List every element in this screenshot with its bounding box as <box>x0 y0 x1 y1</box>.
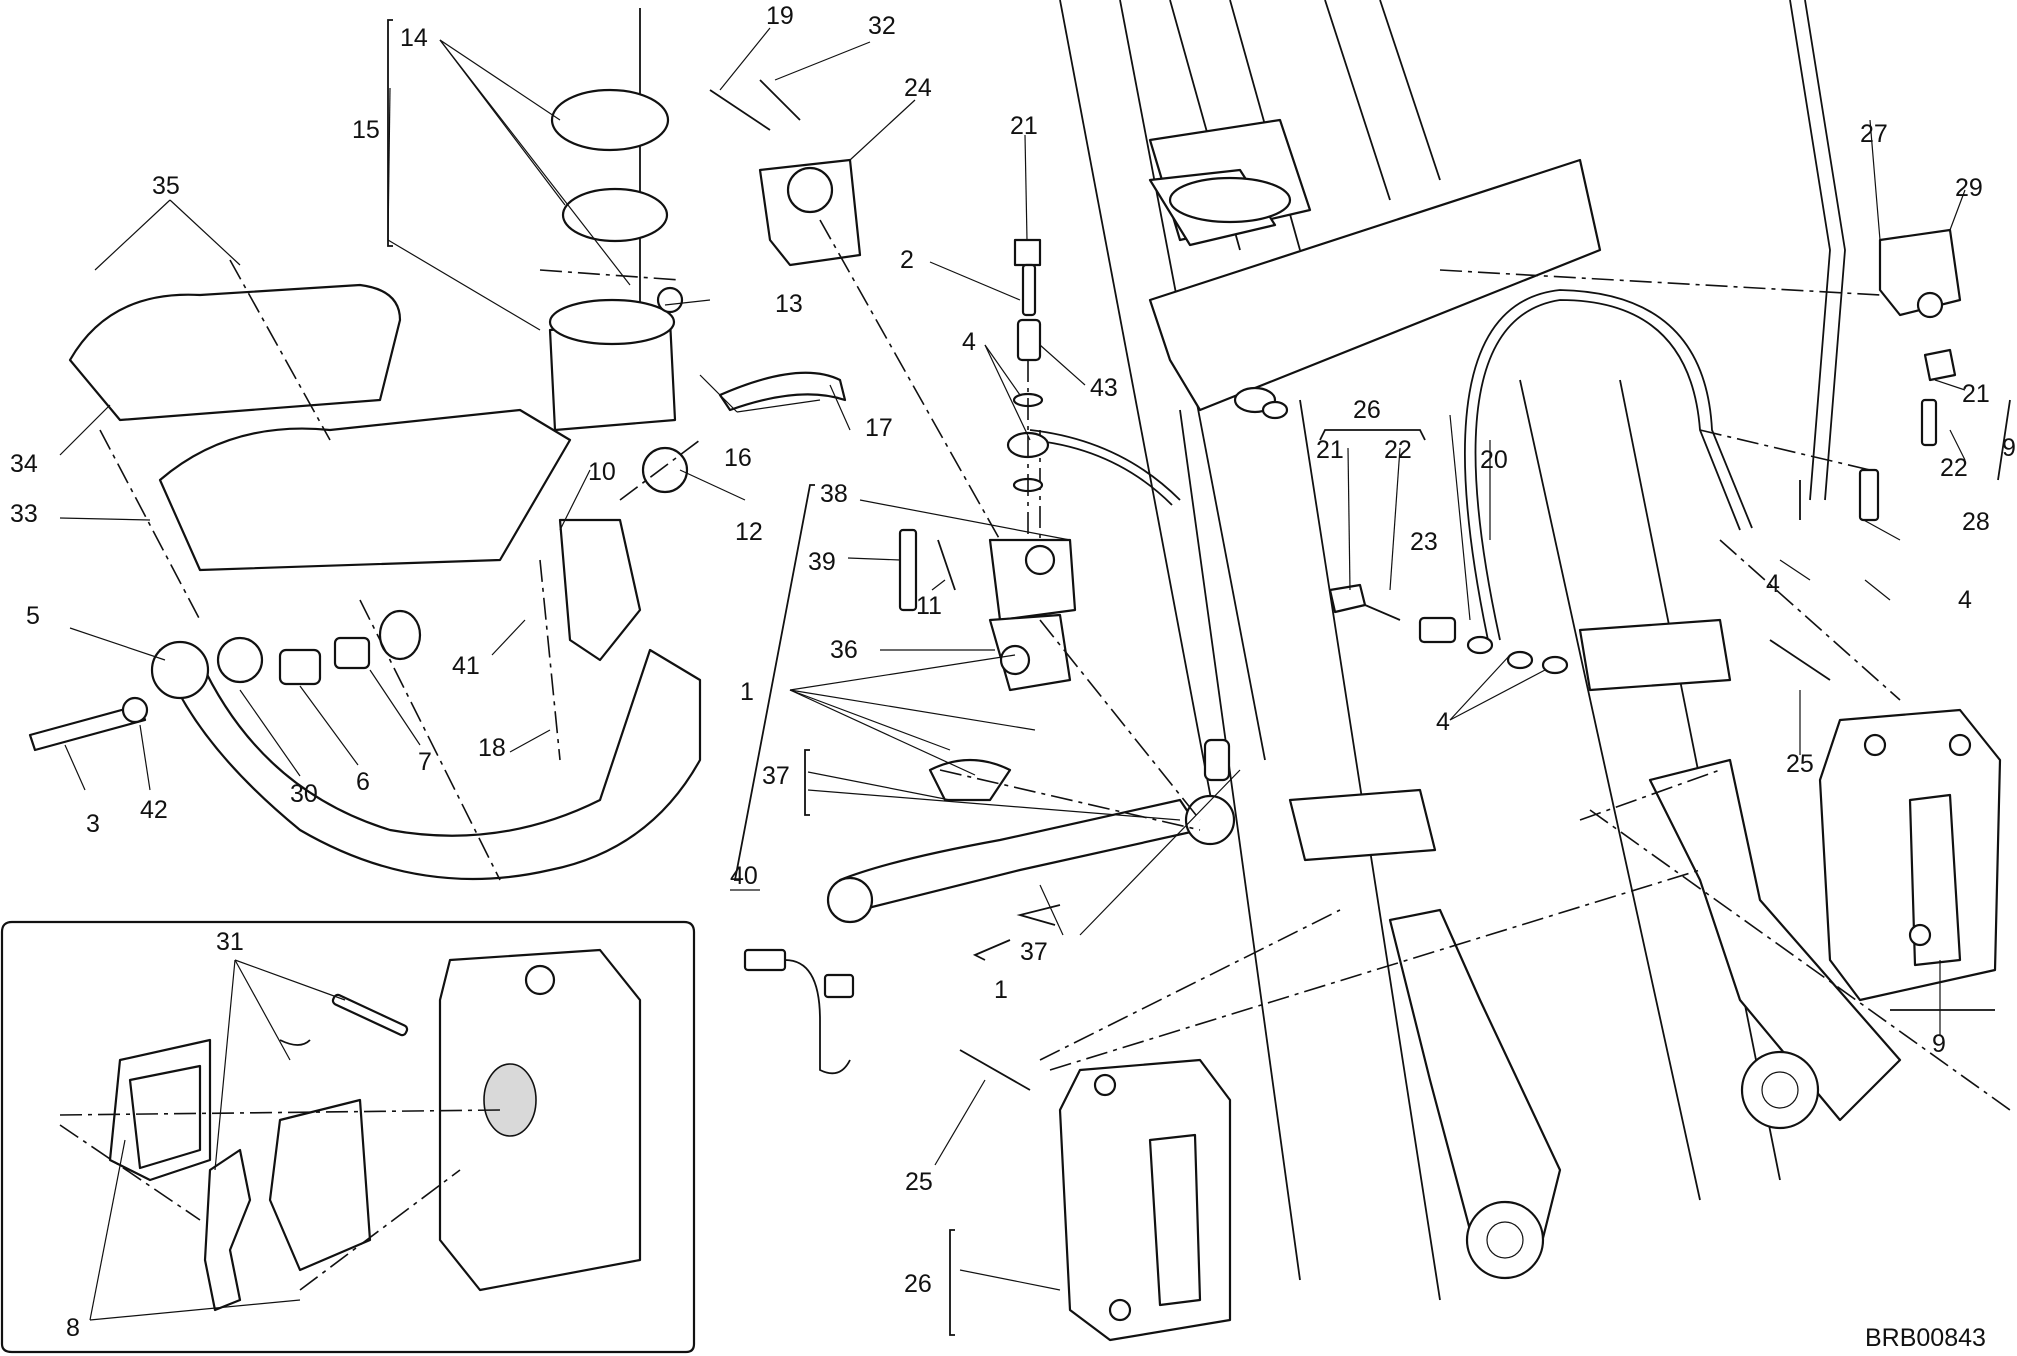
callout-6: 6 <box>356 768 370 796</box>
callout-37-low: 37 <box>1020 938 1048 966</box>
callout-30: 30 <box>290 780 318 808</box>
callout-9-top: 9 <box>2002 434 2016 462</box>
callout-labels: 14 15 35 34 33 5 3 42 30 6 7 10 41 18 13… <box>10 2 2016 1342</box>
callout-16: 16 <box>724 444 752 472</box>
callout-4-upper: 4 <box>962 328 976 356</box>
callout-35: 35 <box>152 172 180 200</box>
callout-14: 14 <box>400 24 428 52</box>
callout-19: 19 <box>766 2 794 30</box>
callout-33: 33 <box>10 500 38 528</box>
right-caliper <box>1579 639 2011 1111</box>
grouping-brackets <box>387 19 2011 1336</box>
callout-10: 10 <box>588 458 616 486</box>
drawing-code: BRB00843 <box>1865 1324 1986 1352</box>
callout-5: 5 <box>26 602 40 630</box>
callout-26-top: 26 <box>1353 396 1381 424</box>
callout-38: 38 <box>820 480 848 508</box>
brake-switch-wire <box>743 948 855 1075</box>
callout-25-low: 25 <box>905 1168 933 1196</box>
callout-1-low: 1 <box>994 976 1008 1004</box>
callout-15: 15 <box>352 116 380 144</box>
callout-9-low: 9 <box>1932 1030 1946 1058</box>
callout-3: 3 <box>86 810 100 838</box>
callout-24: 24 <box>904 74 932 102</box>
brake-hoses <box>1029 289 1801 641</box>
handguard-group <box>28 259 702 881</box>
callout-27: 27 <box>1860 120 1888 148</box>
callout-2: 2 <box>900 246 914 274</box>
callout-4-right-a: 4 <box>1766 570 1780 598</box>
master-cylinder-group <box>709 79 1236 924</box>
right-fittings <box>1328 228 1962 701</box>
callout-1-mid: 1 <box>740 678 754 706</box>
callout-21-right: 21 <box>1962 380 1990 408</box>
callout-36: 36 <box>830 636 858 664</box>
callout-26-low: 26 <box>904 1270 932 1298</box>
callout-22-right: 22 <box>1940 454 1968 482</box>
callout-18: 18 <box>478 734 506 762</box>
brake-pads-inset <box>0 920 696 1354</box>
callout-22-mid: 22 <box>1384 436 1412 464</box>
callout-42: 42 <box>140 796 168 824</box>
callout-11: 11 <box>916 592 942 620</box>
callout-41: 41 <box>452 652 480 680</box>
front-fork <box>1059 0 1902 1301</box>
callout-32: 32 <box>868 12 896 40</box>
callout-23: 23 <box>1410 528 1438 556</box>
reservoir-group <box>539 8 847 501</box>
callout-13: 13 <box>775 290 803 318</box>
callout-8: 8 <box>66 1314 80 1342</box>
callout-37-mid: 37 <box>762 762 790 790</box>
callout-4-right-b: 4 <box>1958 586 1972 614</box>
callout-12: 12 <box>735 518 763 546</box>
callout-21-top: 21 <box>1010 112 1038 140</box>
callout-21-mid: 21 <box>1316 436 1344 464</box>
callout-20: 20 <box>1480 446 1508 474</box>
lower-caliper <box>959 869 1701 1342</box>
callout-4-mid: 4 <box>1436 708 1450 736</box>
callout-31: 31 <box>216 928 244 956</box>
callout-34: 34 <box>10 450 38 478</box>
callout-28: 28 <box>1962 508 1990 536</box>
callout-29: 29 <box>1955 174 1983 202</box>
callout-39: 39 <box>808 548 836 576</box>
callout-7: 7 <box>418 748 432 776</box>
callout-43: 43 <box>1090 374 1118 402</box>
banjo-fittings <box>1006 238 1050 540</box>
leader-lines <box>59 27 1966 1321</box>
callout-25-right: 25 <box>1786 750 1814 778</box>
callout-17: 17 <box>865 414 893 442</box>
callout-40: 40 <box>730 862 758 890</box>
